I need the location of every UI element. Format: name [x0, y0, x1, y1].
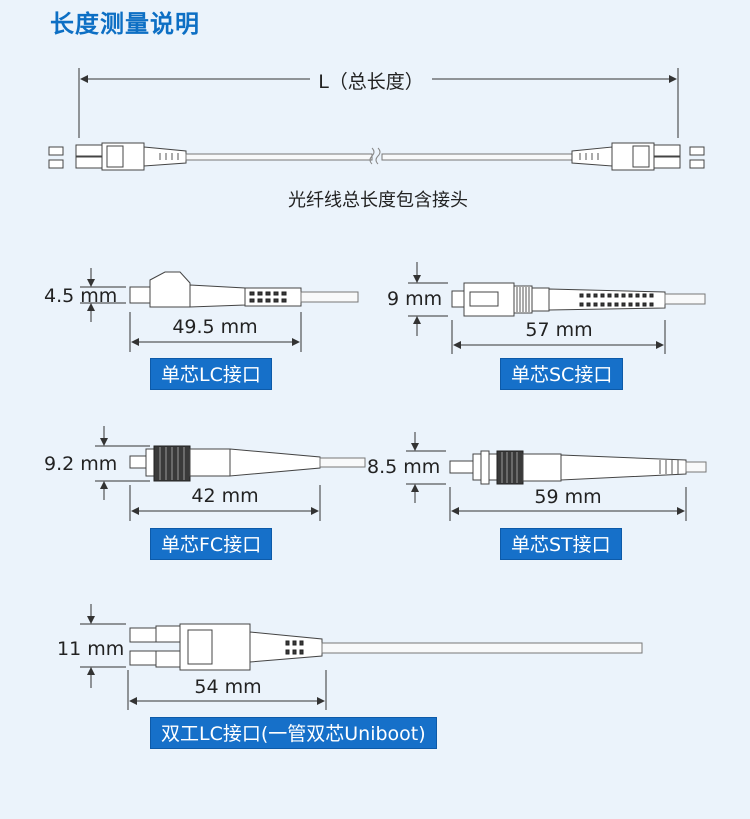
duplex-length-label: 54 mm [194, 676, 262, 698]
overview-dimension [78, 68, 679, 138]
fc-connector-badge: 单芯FC接口 [150, 528, 273, 560]
duplex-connector-badge: 双工LC接口(一管双芯Uniboot) [150, 717, 437, 749]
sc-connector-drawing [451, 282, 706, 317]
lc-connector-badge: 单芯LC接口 [150, 358, 272, 390]
sc-dimensions [408, 262, 666, 354]
st-connector-drawing [449, 450, 707, 485]
lc-height-label: 4.5 mm [44, 285, 118, 307]
lc-length-label: 49.5 mm [172, 316, 258, 338]
sc-length-label: 57 mm [525, 319, 593, 341]
sc-height-label: 9 mm [387, 288, 443, 310]
duplex-height-label: 11 mm [57, 638, 125, 660]
st-dimensions [406, 432, 687, 521]
overview-cable-drawing [48, 142, 705, 171]
st-height-label: 8.5 mm [367, 456, 441, 478]
duplex-lc-dimensions [80, 604, 327, 710]
fc-dimensions [95, 426, 321, 521]
total-length-label: L（总长度） [318, 71, 424, 93]
fc-height-label: 9.2 mm [44, 453, 118, 475]
lc-connector-drawing [129, 271, 359, 308]
page-title: 长度测量说明 [50, 10, 200, 38]
duplex-lc-connector-drawing [129, 623, 643, 671]
st-length-label: 59 mm [534, 486, 602, 508]
st-connector-badge: 单芯ST接口 [500, 528, 622, 560]
total-length-caption: 光纤线总长度包含接头 [288, 190, 468, 211]
fc-length-label: 42 mm [191, 485, 259, 507]
sc-connector-badge: 单芯SC接口 [500, 358, 624, 390]
fc-connector-drawing [129, 445, 366, 482]
lc-dimensions [80, 268, 302, 352]
